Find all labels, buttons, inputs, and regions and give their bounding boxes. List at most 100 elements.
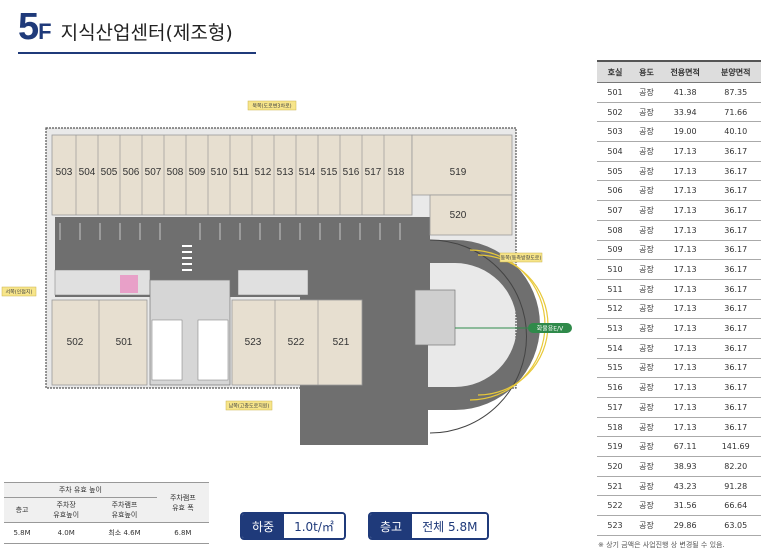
unit-511: 511 [233, 167, 249, 178]
title-underline [18, 52, 256, 54]
parking-val-4: 6.8M [156, 522, 209, 544]
table-cell: 공장 [633, 417, 660, 438]
table-cell: 36.17 [710, 259, 761, 280]
tag-elevator: 화물용E/V [537, 326, 564, 333]
table-cell: 36.17 [710, 318, 761, 339]
unit-506: 506 [123, 167, 140, 178]
parking-val-2: 4.0M [40, 522, 93, 544]
parking-height-table: 주차 유효 높이 주차램프 유효 폭 층고 주차장 유효높이 주차램프 유효높이… [4, 482, 209, 544]
table-cell: 141.69 [710, 436, 761, 458]
table-cell: 66.64 [710, 495, 761, 517]
unit-513: 513 [277, 167, 294, 178]
table-cell: 33.94 [659, 102, 711, 123]
tag-north: 북쪽(도로변3차로) [252, 103, 291, 110]
table-cell: 516 [597, 377, 633, 398]
table-cell: 31.56 [659, 495, 711, 517]
floor-plan: 503 504 505 506 507 508 509 510 511 512 … [0, 95, 600, 455]
table-cell: 공장 [633, 121, 660, 143]
table-cell: 508 [597, 220, 633, 241]
table-cell: 공장 [633, 102, 660, 123]
table-cell: 17.13 [659, 397, 711, 418]
table-cell: 36.17 [710, 358, 761, 379]
table-cell: 공장 [633, 220, 660, 241]
col-sale: 분양면적 [710, 60, 761, 83]
table-cell: 공장 [633, 318, 660, 339]
parking-col-4: 주차램프 유효 폭 [156, 482, 209, 523]
table-cell: 공장 [633, 436, 660, 458]
table-cell: 511 [597, 279, 633, 300]
unit-516: 516 [343, 167, 360, 178]
table-cell: 36.17 [710, 417, 761, 438]
height-badge: 층고 전체 5.8M [368, 512, 490, 540]
table-cell: 공장 [633, 495, 660, 517]
table-cell: 공장 [633, 161, 660, 182]
parking-val-1: 5.8M [4, 522, 41, 544]
unit-502: 502 [67, 337, 84, 348]
table-cell: 17.13 [659, 141, 711, 162]
table-cell: 523 [597, 515, 633, 536]
table-cell: 36.17 [710, 377, 761, 398]
load-key: 하중 [242, 514, 285, 538]
table-cell: 17.13 [659, 417, 711, 438]
height-key: 층고 [370, 514, 413, 538]
table-cell: 506 [597, 180, 633, 202]
table-cell: 503 [597, 121, 633, 143]
table-cell: 67.11 [659, 436, 711, 458]
table-cell: 공장 [633, 180, 660, 202]
unit-517: 517 [365, 167, 382, 178]
table-cell: 공장 [633, 397, 660, 418]
table-cell: 공장 [633, 456, 660, 477]
unit-515: 515 [321, 167, 338, 178]
table-cell: 36.17 [710, 141, 761, 162]
table-cell: 공장 [633, 299, 660, 320]
table-cell: 17.13 [659, 220, 711, 241]
table-cell: 17.13 [659, 318, 711, 339]
col-exclusive: 전용면적 [659, 60, 711, 83]
table-cell: 91.28 [710, 476, 761, 497]
table-cell: 512 [597, 299, 633, 320]
table-cell: 36.17 [710, 397, 761, 418]
unit-508: 508 [167, 167, 184, 178]
unit-503: 503 [56, 167, 73, 178]
parking-header-group: 주차 유효 높이 [4, 482, 157, 498]
table-cell: 17.13 [659, 279, 711, 300]
table-cell: 521 [597, 476, 633, 497]
load-value: 1.0t/㎡ [284, 514, 344, 538]
load-badge: 하중 1.0t/㎡ [240, 512, 346, 540]
table-cell: 36.17 [710, 240, 761, 261]
table-cell: 509 [597, 240, 633, 261]
unit-510: 510 [211, 167, 228, 178]
table-cell: 71.66 [710, 102, 761, 123]
table-cell: 공장 [633, 476, 660, 497]
table-cell: 520 [597, 456, 633, 477]
table-cell: 공장 [633, 240, 660, 261]
floor-name: 지식산업센터(제조형) [60, 22, 233, 44]
tag-west: 서쪽(인접지) [6, 289, 33, 296]
table-cell: 501 [597, 82, 633, 103]
table-cell: 82.20 [710, 456, 761, 477]
table-cell: 17.13 [659, 200, 711, 221]
col-unit: 호실 [597, 60, 633, 83]
table-cell: 505 [597, 161, 633, 182]
table-cell: 507 [597, 200, 633, 221]
unit-504: 504 [79, 167, 96, 178]
floor-number: 5F [18, 6, 52, 48]
unit-501: 501 [116, 337, 133, 348]
table-cell: 518 [597, 417, 633, 438]
table-cell: 공장 [633, 82, 660, 103]
table-cell: 515 [597, 358, 633, 379]
parking-col-1: 층고 [4, 497, 41, 523]
table-cell: 36.17 [710, 338, 761, 359]
